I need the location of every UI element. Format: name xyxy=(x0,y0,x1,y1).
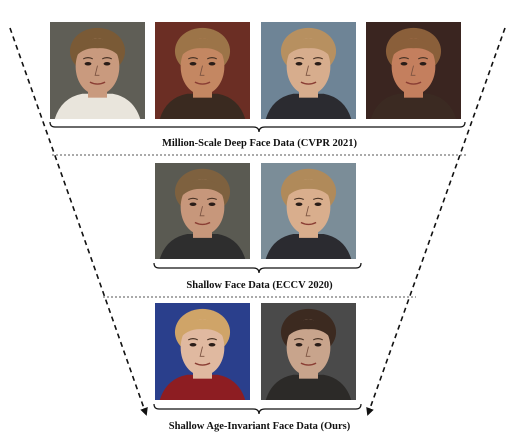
face-photo-million-1 xyxy=(50,22,145,119)
face-photo-age-invariant-1 xyxy=(155,303,250,400)
brace-age-invariant xyxy=(153,403,362,415)
face-photo-shallow-2 xyxy=(261,163,356,259)
face-photo-million-4 xyxy=(366,22,461,119)
face-photo-shallow-1 xyxy=(155,163,250,259)
caption-million-scale: Million-Scale Deep Face Data (CVPR 2021) xyxy=(161,138,358,149)
face-photo-million-2 xyxy=(155,22,250,119)
brace-shallow xyxy=(153,262,362,274)
brace-million xyxy=(49,121,466,133)
caption-age-invariant: Shallow Age-Invariant Face Data (Ours) xyxy=(168,421,351,432)
face-photo-age-invariant-2 xyxy=(261,303,356,400)
caption-shallow: Shallow Face Data (ECCV 2020) xyxy=(186,280,333,291)
face-photo-million-3 xyxy=(261,22,356,119)
